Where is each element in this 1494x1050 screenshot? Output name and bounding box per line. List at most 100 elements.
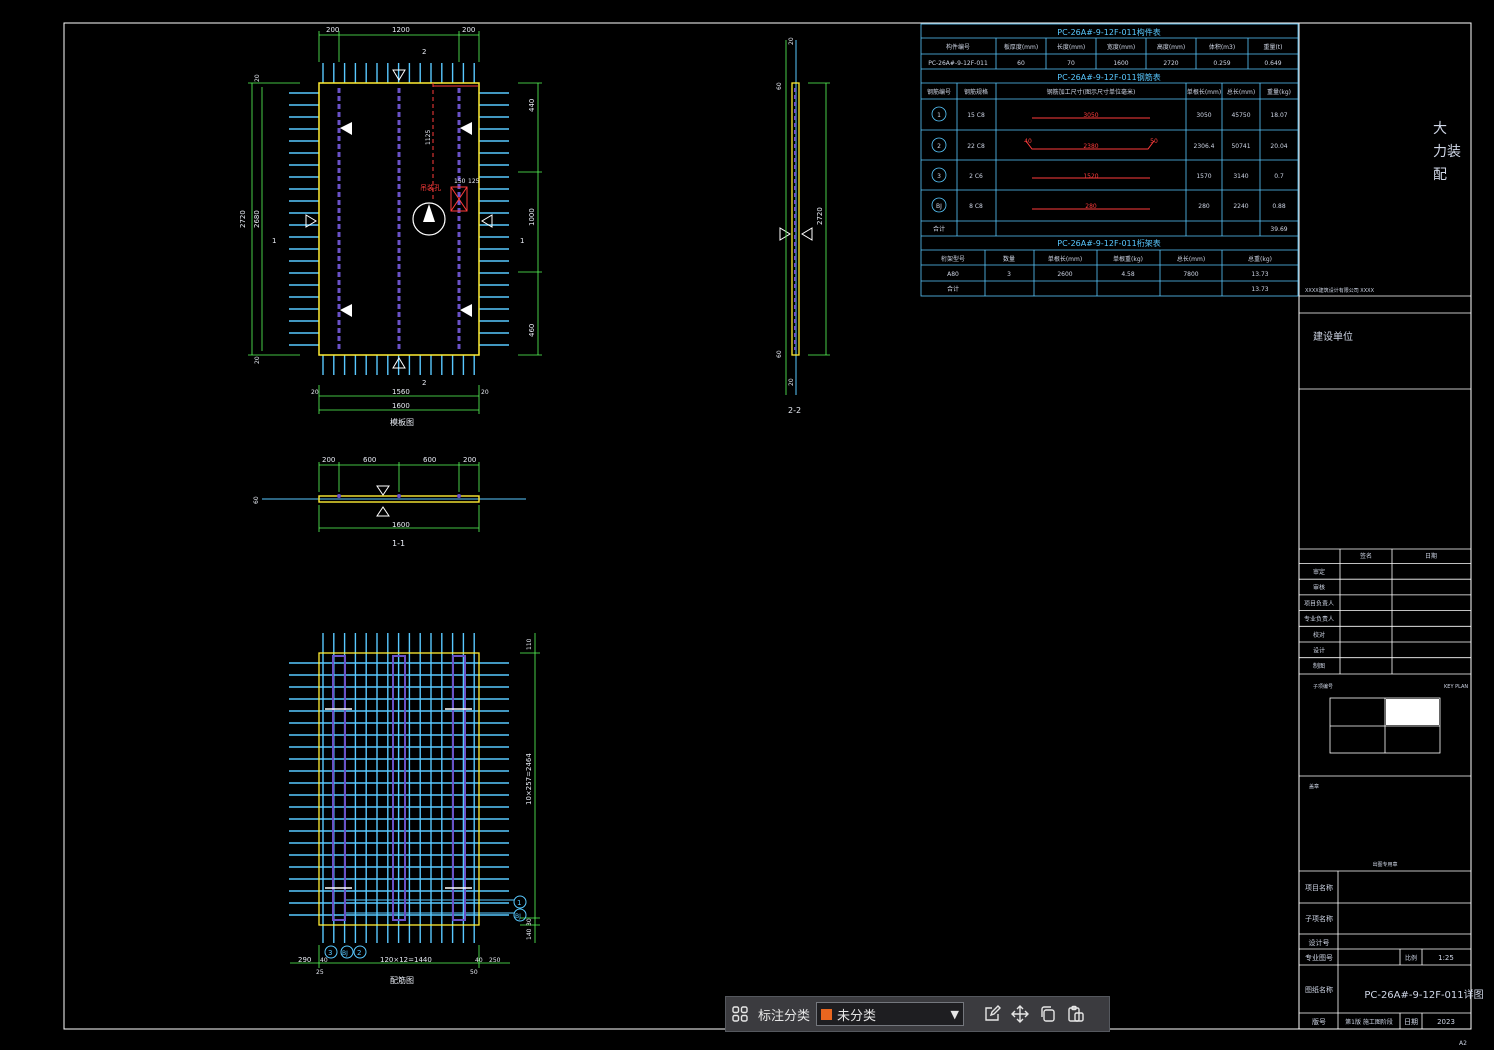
rb-dim-50: 50	[470, 969, 478, 976]
table2-sum-label: 合计	[933, 225, 945, 233]
table2-weight: 0.88	[1272, 203, 1286, 210]
scale-label: 比例	[1405, 954, 1417, 962]
paste-icon[interactable]	[1062, 1000, 1090, 1028]
sign-header: 日期	[1425, 552, 1437, 560]
table3-cell: A80	[947, 271, 959, 278]
s22-dim-60b: 60	[776, 350, 783, 358]
table3-cell: 4.58	[1121, 271, 1135, 278]
table2-id: 3	[937, 173, 941, 180]
edit-icon[interactable]	[978, 1000, 1006, 1028]
drawing-name-value: PC-26A#-9-12F-011详图	[1364, 988, 1483, 1001]
dim-top-200a: 200	[326, 26, 339, 34]
drawing-no-label: 专业图号	[1305, 953, 1333, 962]
north-arrow-icon	[412, 202, 446, 236]
section-1-1-label: 1-1	[392, 539, 405, 548]
scale-value: 1:25	[1438, 954, 1454, 962]
table2-header: 钢筋编号	[927, 88, 951, 96]
table3-title: PC-26A#-9-12F-011桁架表	[1057, 238, 1160, 248]
s11-dim-1600: 1600	[392, 521, 410, 529]
table3-cell: 2600	[1057, 271, 1072, 278]
table2-spec: 22 C8	[967, 143, 985, 150]
keyplan-label: 子项编号	[1313, 683, 1333, 690]
cut-2-top: 2	[422, 48, 426, 56]
sign-row-label: 项目负责人	[1304, 599, 1334, 607]
sign-header: 签名	[1360, 552, 1372, 560]
table1-cell: 0.259	[1213, 60, 1230, 67]
table3-header: 桁架型号	[941, 255, 965, 263]
table1-header: 高度(mm)	[1157, 43, 1185, 51]
dim-bot-20a: 20	[311, 389, 319, 396]
s11-dim-200b: 200	[463, 456, 476, 464]
table2-total: 3140	[1233, 173, 1248, 180]
dim-right-460: 460	[528, 324, 536, 337]
lifting-hole	[450, 186, 468, 212]
table2-hook-right: 50	[1150, 138, 1158, 145]
table2-len: 1570	[1196, 173, 1211, 180]
drawing-name-label: 图纸名称	[1305, 985, 1333, 994]
rb-dim-25: 25	[316, 969, 324, 976]
cut-2-bot: 2	[422, 379, 426, 387]
table3-sum-label: 合计	[947, 285, 959, 293]
table2-id: 1	[937, 112, 941, 119]
table2-id: 2	[937, 143, 941, 150]
table1-header: 板厚度(mm)	[1004, 43, 1038, 51]
titleblock-note: XXXX建筑设计有限公司 XXXX	[1305, 287, 1375, 294]
dim-emb-1125: 1125	[425, 130, 432, 145]
grid-icon[interactable]	[726, 1000, 754, 1028]
tables	[920, 23, 1299, 297]
table1-header: 长度(mm)	[1057, 43, 1085, 51]
table1-header: 构件编号	[946, 43, 970, 51]
keyplan-right: KEY PLAN	[1444, 684, 1468, 690]
bubble-2: 2	[357, 949, 361, 957]
rb-dim-140: 140	[526, 928, 533, 940]
annotation-category-select[interactable]: 未分类 ▼	[816, 1002, 965, 1026]
rb-dim-250: 250	[489, 957, 501, 964]
title-block	[1299, 295, 1471, 1029]
move-icon[interactable]	[1006, 1000, 1034, 1028]
rb-dim-290: 290	[298, 956, 311, 964]
section-1-1: 200 600 600 200 1600 60 1-1	[253, 456, 526, 548]
table1-header: 宽度(mm)	[1107, 43, 1135, 51]
sign-row-label: 专业负责人	[1304, 615, 1334, 623]
table3-header: 单根重(kg)	[1113, 255, 1143, 263]
dim-left-20a: 20	[254, 74, 261, 82]
rb-dim-30: 30	[526, 918, 533, 926]
table2-sum-value: 39.69	[1270, 226, 1287, 233]
table2-header: 钢筋规格	[964, 88, 988, 96]
table2-weight: 18.07	[1270, 112, 1287, 119]
seal-label: 盖章	[1309, 783, 1319, 790]
table2-len: 280	[1198, 203, 1210, 210]
table3-cell: 13.73	[1251, 271, 1268, 278]
table1-cell: 2720	[1163, 60, 1178, 67]
copy-icon[interactable]	[1034, 1000, 1062, 1028]
section-2-2: 20 60 2720 60 20 2-2	[776, 37, 830, 415]
table2-shape-dim: 3050	[1083, 112, 1098, 119]
s22-dim-20a: 20	[788, 37, 795, 45]
table2-total: 45750	[1231, 112, 1250, 119]
dim-left-2720: 2720	[239, 210, 247, 228]
sign-row-label: 制图	[1313, 662, 1325, 670]
rebar-label: 配筋图	[390, 975, 414, 985]
bubble-bj-right: BJ	[515, 913, 521, 920]
table2-total: 50741	[1231, 143, 1250, 150]
plan-label: 模板图	[390, 417, 414, 427]
bubble-1: 1	[517, 899, 521, 907]
rb-dim-40b: 40	[475, 957, 483, 964]
subproject-label: 子项名称	[1305, 914, 1333, 923]
client-label: 建设单位	[1313, 330, 1353, 343]
dim-bot-20b: 20	[481, 389, 489, 396]
date-label: 日期	[1404, 1018, 1418, 1026]
dim-right-440: 440	[528, 99, 536, 112]
table3-cell: 3	[1007, 271, 1011, 278]
table2-shape-dim: 2380	[1083, 143, 1098, 150]
table2-weight: 20.04	[1270, 143, 1287, 150]
titleblock-char: 大	[1433, 121, 1447, 137]
category-selected-value: 未分类	[837, 1008, 877, 1024]
table2-spec: 15 C8	[967, 112, 985, 119]
sheet-size: A2	[1459, 1040, 1467, 1047]
s11-dim-600b: 600	[423, 456, 436, 464]
table3-header: 总重(kg)	[1248, 255, 1272, 263]
table2-header: 单根长(mm)	[1187, 88, 1221, 96]
table3-sum-value: 13.73	[1251, 286, 1268, 293]
